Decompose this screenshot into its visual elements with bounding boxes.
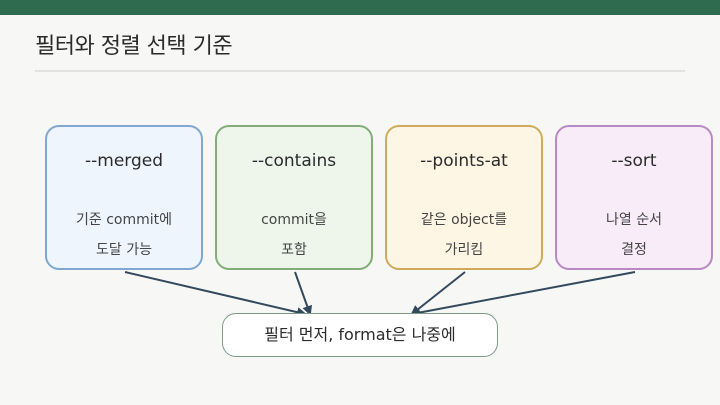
header-bar <box>0 0 720 15</box>
title-divider <box>35 70 685 72</box>
option-box-points-at: --points-at 같은 object를 가리킴 <box>385 125 543 270</box>
option-description: 기준 commit에 도달 가능 <box>47 205 201 265</box>
option-flag: --points-at <box>420 151 508 171</box>
arrow-sort <box>410 271 636 318</box>
option-box-sort: --sort 나열 순서 결정 <box>555 125 713 270</box>
option-box-contains: --contains commit을 포함 <box>215 125 373 270</box>
option-description: 나열 순서 결정 <box>557 205 711 265</box>
option-desc-line: 기준 commit에 <box>75 212 172 228</box>
option-flag: --merged <box>84 151 164 171</box>
option-desc-line: 가리킴 <box>444 242 484 258</box>
option-flag: --contains <box>251 151 337 171</box>
arrow-contains <box>294 271 313 316</box>
option-desc-line: 포함 <box>281 242 307 258</box>
option-desc-line: 결정 <box>621 242 647 258</box>
option-desc-line: commit을 <box>261 212 327 228</box>
option-flag: --sort <box>611 151 657 171</box>
result-box: 필터 먼저, format은 나중에 <box>222 313 498 357</box>
option-description: 같은 object를 가리킴 <box>387 205 541 265</box>
option-desc-line: 도달 가능 <box>96 242 152 258</box>
page-title: 필터와 정렬 선택 기준 <box>35 34 233 59</box>
arrow-points-at <box>410 271 466 316</box>
option-description: commit을 포함 <box>217 205 371 265</box>
option-desc-line: 같은 object를 <box>420 212 508 228</box>
arrow-merged <box>124 271 307 318</box>
option-desc-line: 나열 순서 <box>606 212 662 228</box>
option-box-merged: --merged 기준 commit에 도달 가능 <box>45 125 203 270</box>
